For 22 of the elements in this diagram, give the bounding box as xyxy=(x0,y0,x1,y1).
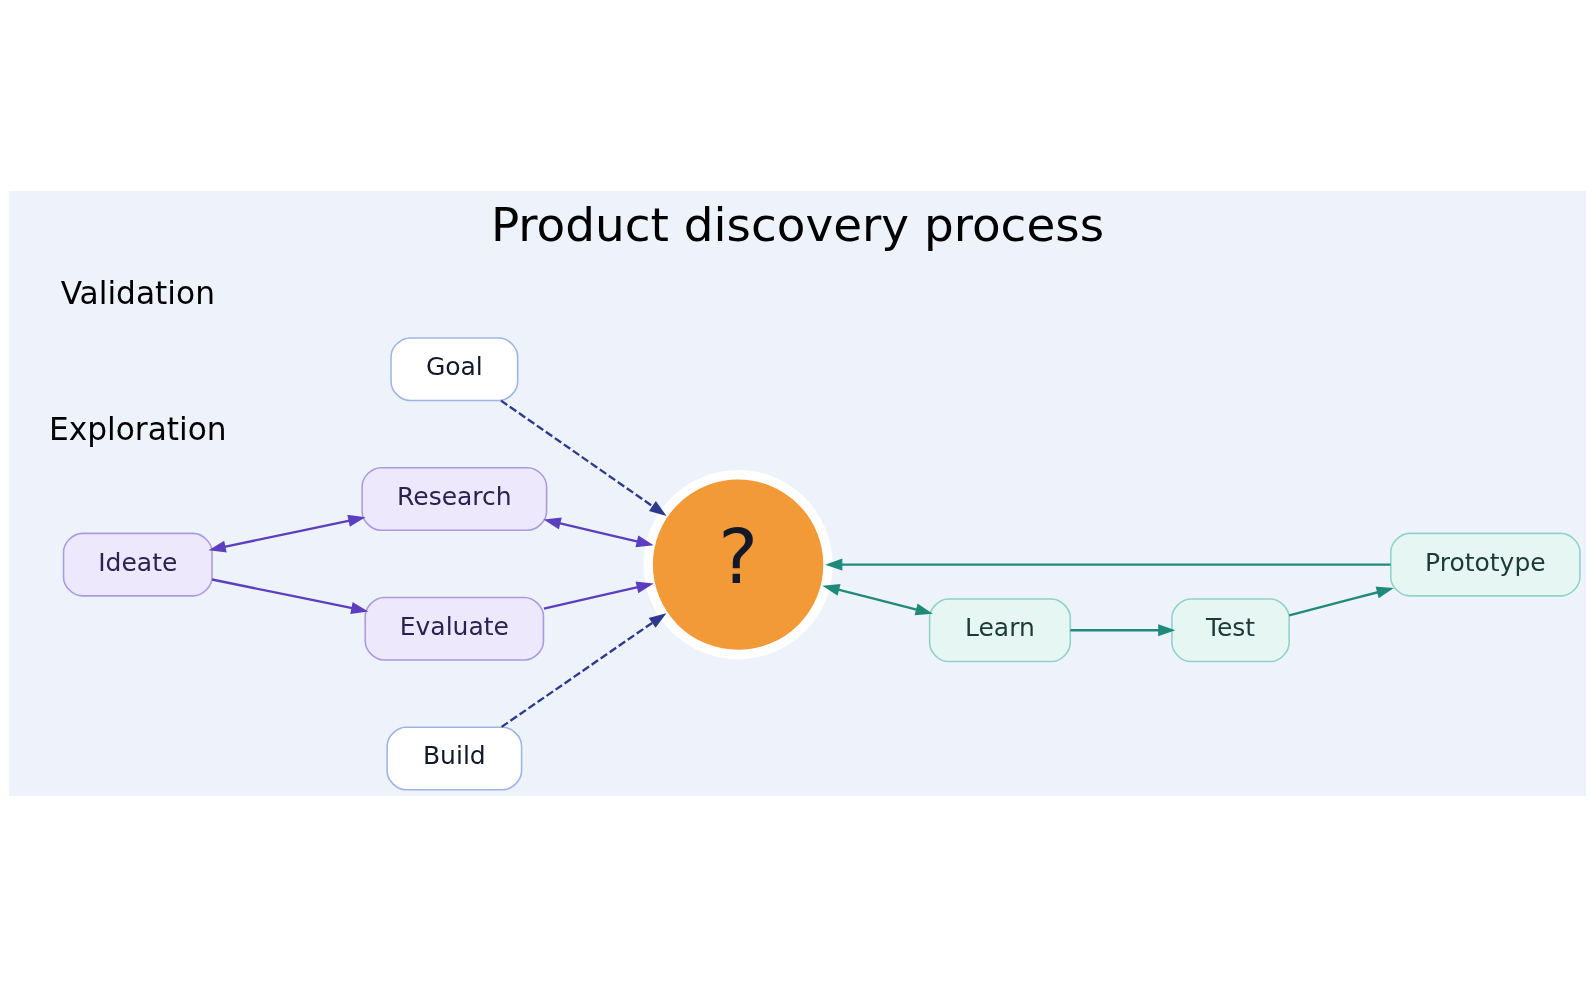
arrow xyxy=(1070,623,1176,636)
arrow xyxy=(543,517,654,547)
diagram-title: Product discovery process xyxy=(490,196,1105,252)
node-box: Evaluate xyxy=(364,596,545,661)
node-circle: ? xyxy=(643,469,833,659)
node-box: Prototype xyxy=(1390,532,1581,597)
arrow xyxy=(208,514,366,552)
node-box: Test xyxy=(1171,597,1290,662)
arrow xyxy=(211,577,369,614)
node-box: Goal xyxy=(390,336,519,401)
node-box: Research xyxy=(361,466,548,531)
arrow xyxy=(500,612,667,728)
node-box: Build xyxy=(386,725,523,791)
arrow xyxy=(500,399,667,516)
label: Validation xyxy=(60,274,215,311)
node-box: Ideate xyxy=(62,532,213,597)
arrow xyxy=(825,558,1391,571)
arrow xyxy=(543,581,654,610)
arrow xyxy=(1288,586,1394,617)
arrow xyxy=(822,583,933,615)
label: Exploration xyxy=(48,410,227,447)
node-box: Learn xyxy=(928,597,1072,662)
